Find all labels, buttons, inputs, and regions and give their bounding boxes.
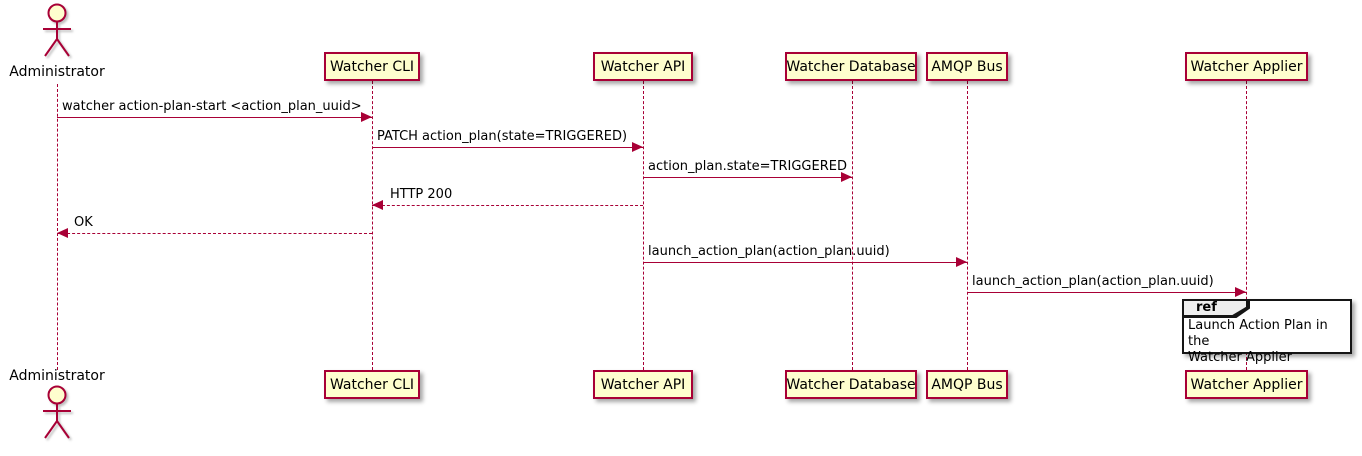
arrowhead-icon: [1235, 287, 1246, 297]
actor-label-top: Administrator: [9, 64, 105, 80]
message-line: [643, 177, 852, 178]
participant-box-watcher-api-bottom: Watcher API: [593, 370, 693, 399]
message-line: [372, 147, 643, 148]
participant-box-amqp-bus-bottom: AMQP Bus: [926, 370, 1008, 399]
message-label-http-200: HTTP 200: [390, 187, 453, 202]
participant-box-watcher-database-top: Watcher Database: [785, 52, 917, 81]
message-line: [57, 233, 372, 234]
message-label-patch-action-plan: PATCH action_plan(state=TRIGGERED): [377, 129, 628, 144]
message-label-launch-action-plan-applier: launch_action_plan(action_plan.uuid): [972, 274, 1214, 289]
arrowhead-icon: [57, 228, 68, 238]
actor-icon: [43, 385, 71, 439]
lifeline-watcher-database: [852, 81, 853, 370]
actor-icon: [43, 3, 71, 57]
arrowhead-icon: [956, 257, 967, 267]
participant-box-watcher-applier-top: Watcher Applier: [1185, 52, 1308, 81]
ref-fragment: ref Launch Action Plan in the Watcher Ap…: [1182, 299, 1352, 365]
arrowhead-icon: [841, 172, 852, 182]
message-line: [967, 292, 1246, 293]
lifeline-watcher-api: [643, 81, 644, 370]
actor-label-bottom: Administrator: [9, 368, 105, 384]
ref-text: Launch Action Plan in the Watcher Applie…: [1188, 318, 1328, 365]
participant-box-watcher-api-top: Watcher API: [593, 52, 693, 81]
message-label-ok: OK: [74, 215, 93, 230]
message-label-action-plan-start: watcher action-plan-start <action_plan_u…: [62, 99, 362, 114]
participant-box-watcher-cli-top: Watcher CLI: [324, 52, 420, 81]
lifeline-watcher-cli: [372, 81, 373, 370]
ref-keyword: ref: [1184, 301, 1246, 315]
message-label-state-triggered: action_plan.state=TRIGGERED: [648, 159, 847, 174]
lifeline-administrator: [57, 84, 58, 370]
lifeline-amqp-bus: [967, 81, 968, 370]
participant-box-watcher-applier-bottom: Watcher Applier: [1185, 370, 1308, 399]
message-line: [372, 205, 643, 206]
ref-tab: ref: [1182, 299, 1250, 318]
arrowhead-icon: [632, 142, 643, 152]
arrowhead-icon: [361, 112, 372, 122]
message-line: [57, 117, 372, 118]
message-line: [643, 262, 967, 263]
arrowhead-icon: [372, 200, 383, 210]
participant-box-watcher-cli-bottom: Watcher CLI: [324, 370, 420, 399]
participant-box-watcher-database-bottom: Watcher Database: [785, 370, 917, 399]
message-label-launch-action-plan-amqp: launch_action_plan(action_plan.uuid): [648, 244, 890, 259]
participant-box-amqp-bus-top: AMQP Bus: [926, 52, 1008, 81]
lifeline-watcher-applier: [1246, 81, 1247, 370]
